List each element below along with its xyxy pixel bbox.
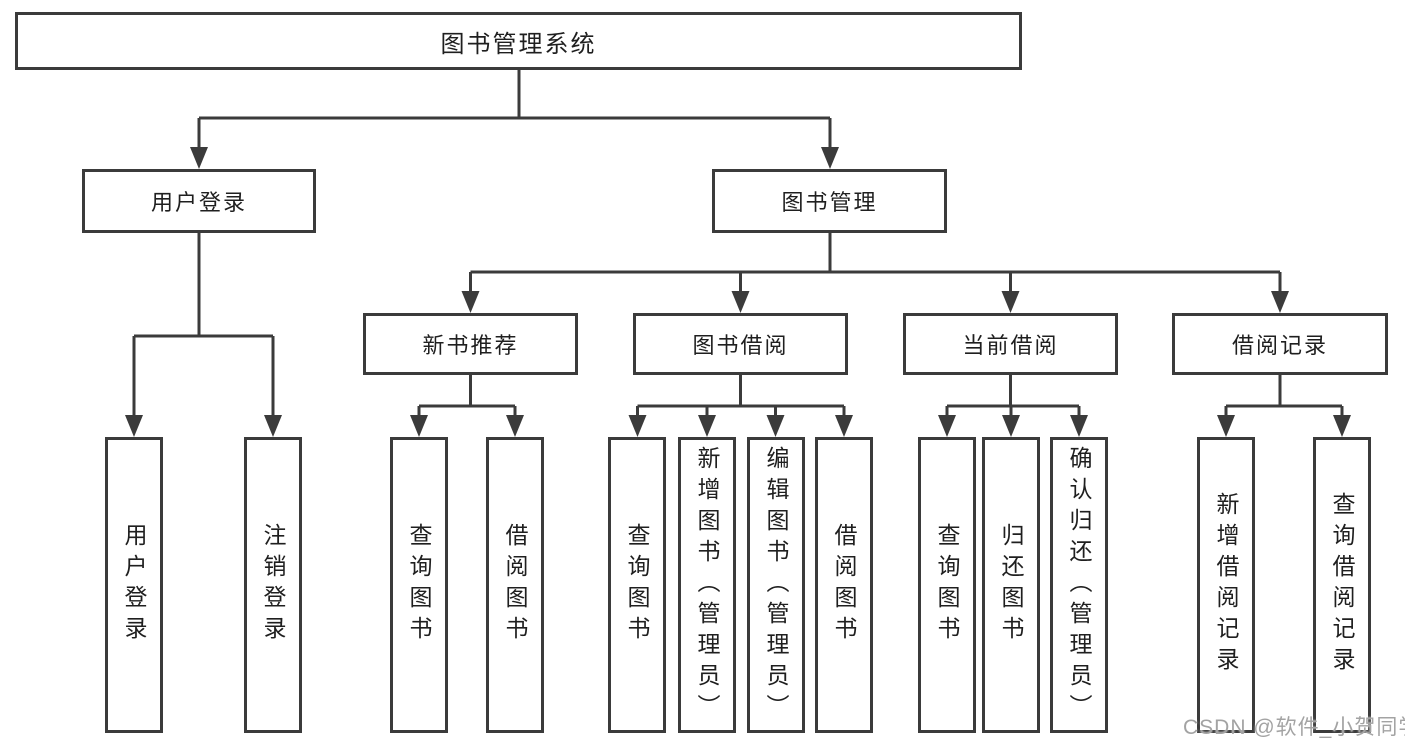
arrowhead xyxy=(506,415,524,437)
arrowhead xyxy=(125,415,143,437)
node-book-management: 图书管理 xyxy=(712,169,947,233)
leaf-add-borrow-record: 新增借阅记录 xyxy=(1197,437,1255,733)
leaf-return-books: 归还图书 xyxy=(982,437,1040,733)
node-user-login: 用户登录 xyxy=(82,169,316,233)
node-label: 新增借阅记录 xyxy=(1213,492,1239,678)
leaf-borrow-books-recommend: 借阅图书 xyxy=(486,437,544,733)
node-label: 编辑图书（管理员） xyxy=(763,445,789,725)
arrowhead xyxy=(731,291,750,313)
arrowhead xyxy=(1001,291,1020,313)
node-label: 注销登录 xyxy=(260,523,286,647)
arrowhead xyxy=(821,147,839,169)
node-label: 图书管理 xyxy=(781,190,878,215)
arrowhead xyxy=(938,415,956,437)
arrowhead xyxy=(190,147,208,169)
leaf-query-books-borrow: 查询图书 xyxy=(608,437,666,733)
arrowhead xyxy=(1333,415,1351,437)
arrowhead xyxy=(461,291,480,313)
node-label: 归还图书 xyxy=(998,523,1024,647)
leaf-borrow-books: 借阅图书 xyxy=(815,437,873,733)
arrowhead xyxy=(264,415,282,437)
arrowhead xyxy=(1002,415,1020,437)
node-current-borrowing: 当前借阅 xyxy=(903,313,1118,375)
node-borrowing-records: 借阅记录 xyxy=(1172,313,1388,375)
node-label: 用户登录 xyxy=(150,190,247,215)
node-label: 图书借阅 xyxy=(692,333,789,358)
node-label: 查询图书 xyxy=(406,523,432,647)
leaf-edit-books-admin: 编辑图书（管理员） xyxy=(747,437,805,733)
node-label: 查询图书 xyxy=(624,523,650,647)
node-label: 新增图书（管理员） xyxy=(694,445,720,725)
node-label: 查询借阅记录 xyxy=(1329,492,1355,678)
leaf-user-login: 用户登录 xyxy=(105,437,163,733)
arrowhead xyxy=(766,415,785,437)
csdn-watermark: CSDN @软件_小贺同学 xyxy=(1183,716,1405,739)
node-label: 图书管理系统 xyxy=(440,30,597,58)
node-label: 查询图书 xyxy=(934,523,960,647)
arrowhead xyxy=(1271,291,1289,313)
node-new-book-recommendation: 新书推荐 xyxy=(363,313,578,375)
arrowhead xyxy=(698,415,716,437)
arrowhead xyxy=(835,415,853,437)
leaf-confirm-return-admin: 确认归还（管理员） xyxy=(1050,437,1108,733)
arrowhead xyxy=(1217,415,1235,437)
leaf-query-books-current: 查询图书 xyxy=(918,437,976,733)
node-label: 用户登录 xyxy=(121,523,147,647)
node-label: 当前借阅 xyxy=(962,333,1059,358)
arrowhead xyxy=(410,415,428,437)
leaf-add-books-admin: 新增图书（管理员） xyxy=(678,437,736,733)
node-label: 新书推荐 xyxy=(422,333,519,358)
node-label: 确认归还（管理员） xyxy=(1066,445,1092,725)
node-label: 借阅图书 xyxy=(831,523,857,647)
arrowhead xyxy=(1070,415,1088,437)
arrowhead xyxy=(628,415,647,437)
node-library-management-system: 图书管理系统 xyxy=(15,12,1022,70)
leaf-query-borrow-record: 查询借阅记录 xyxy=(1313,437,1371,733)
node-label: 借阅图书 xyxy=(502,523,528,647)
node-book-borrowing: 图书借阅 xyxy=(633,313,848,375)
node-label: 借阅记录 xyxy=(1231,333,1328,358)
leaf-logout: 注销登录 xyxy=(244,437,302,733)
leaf-query-books-recommend: 查询图书 xyxy=(390,437,448,733)
